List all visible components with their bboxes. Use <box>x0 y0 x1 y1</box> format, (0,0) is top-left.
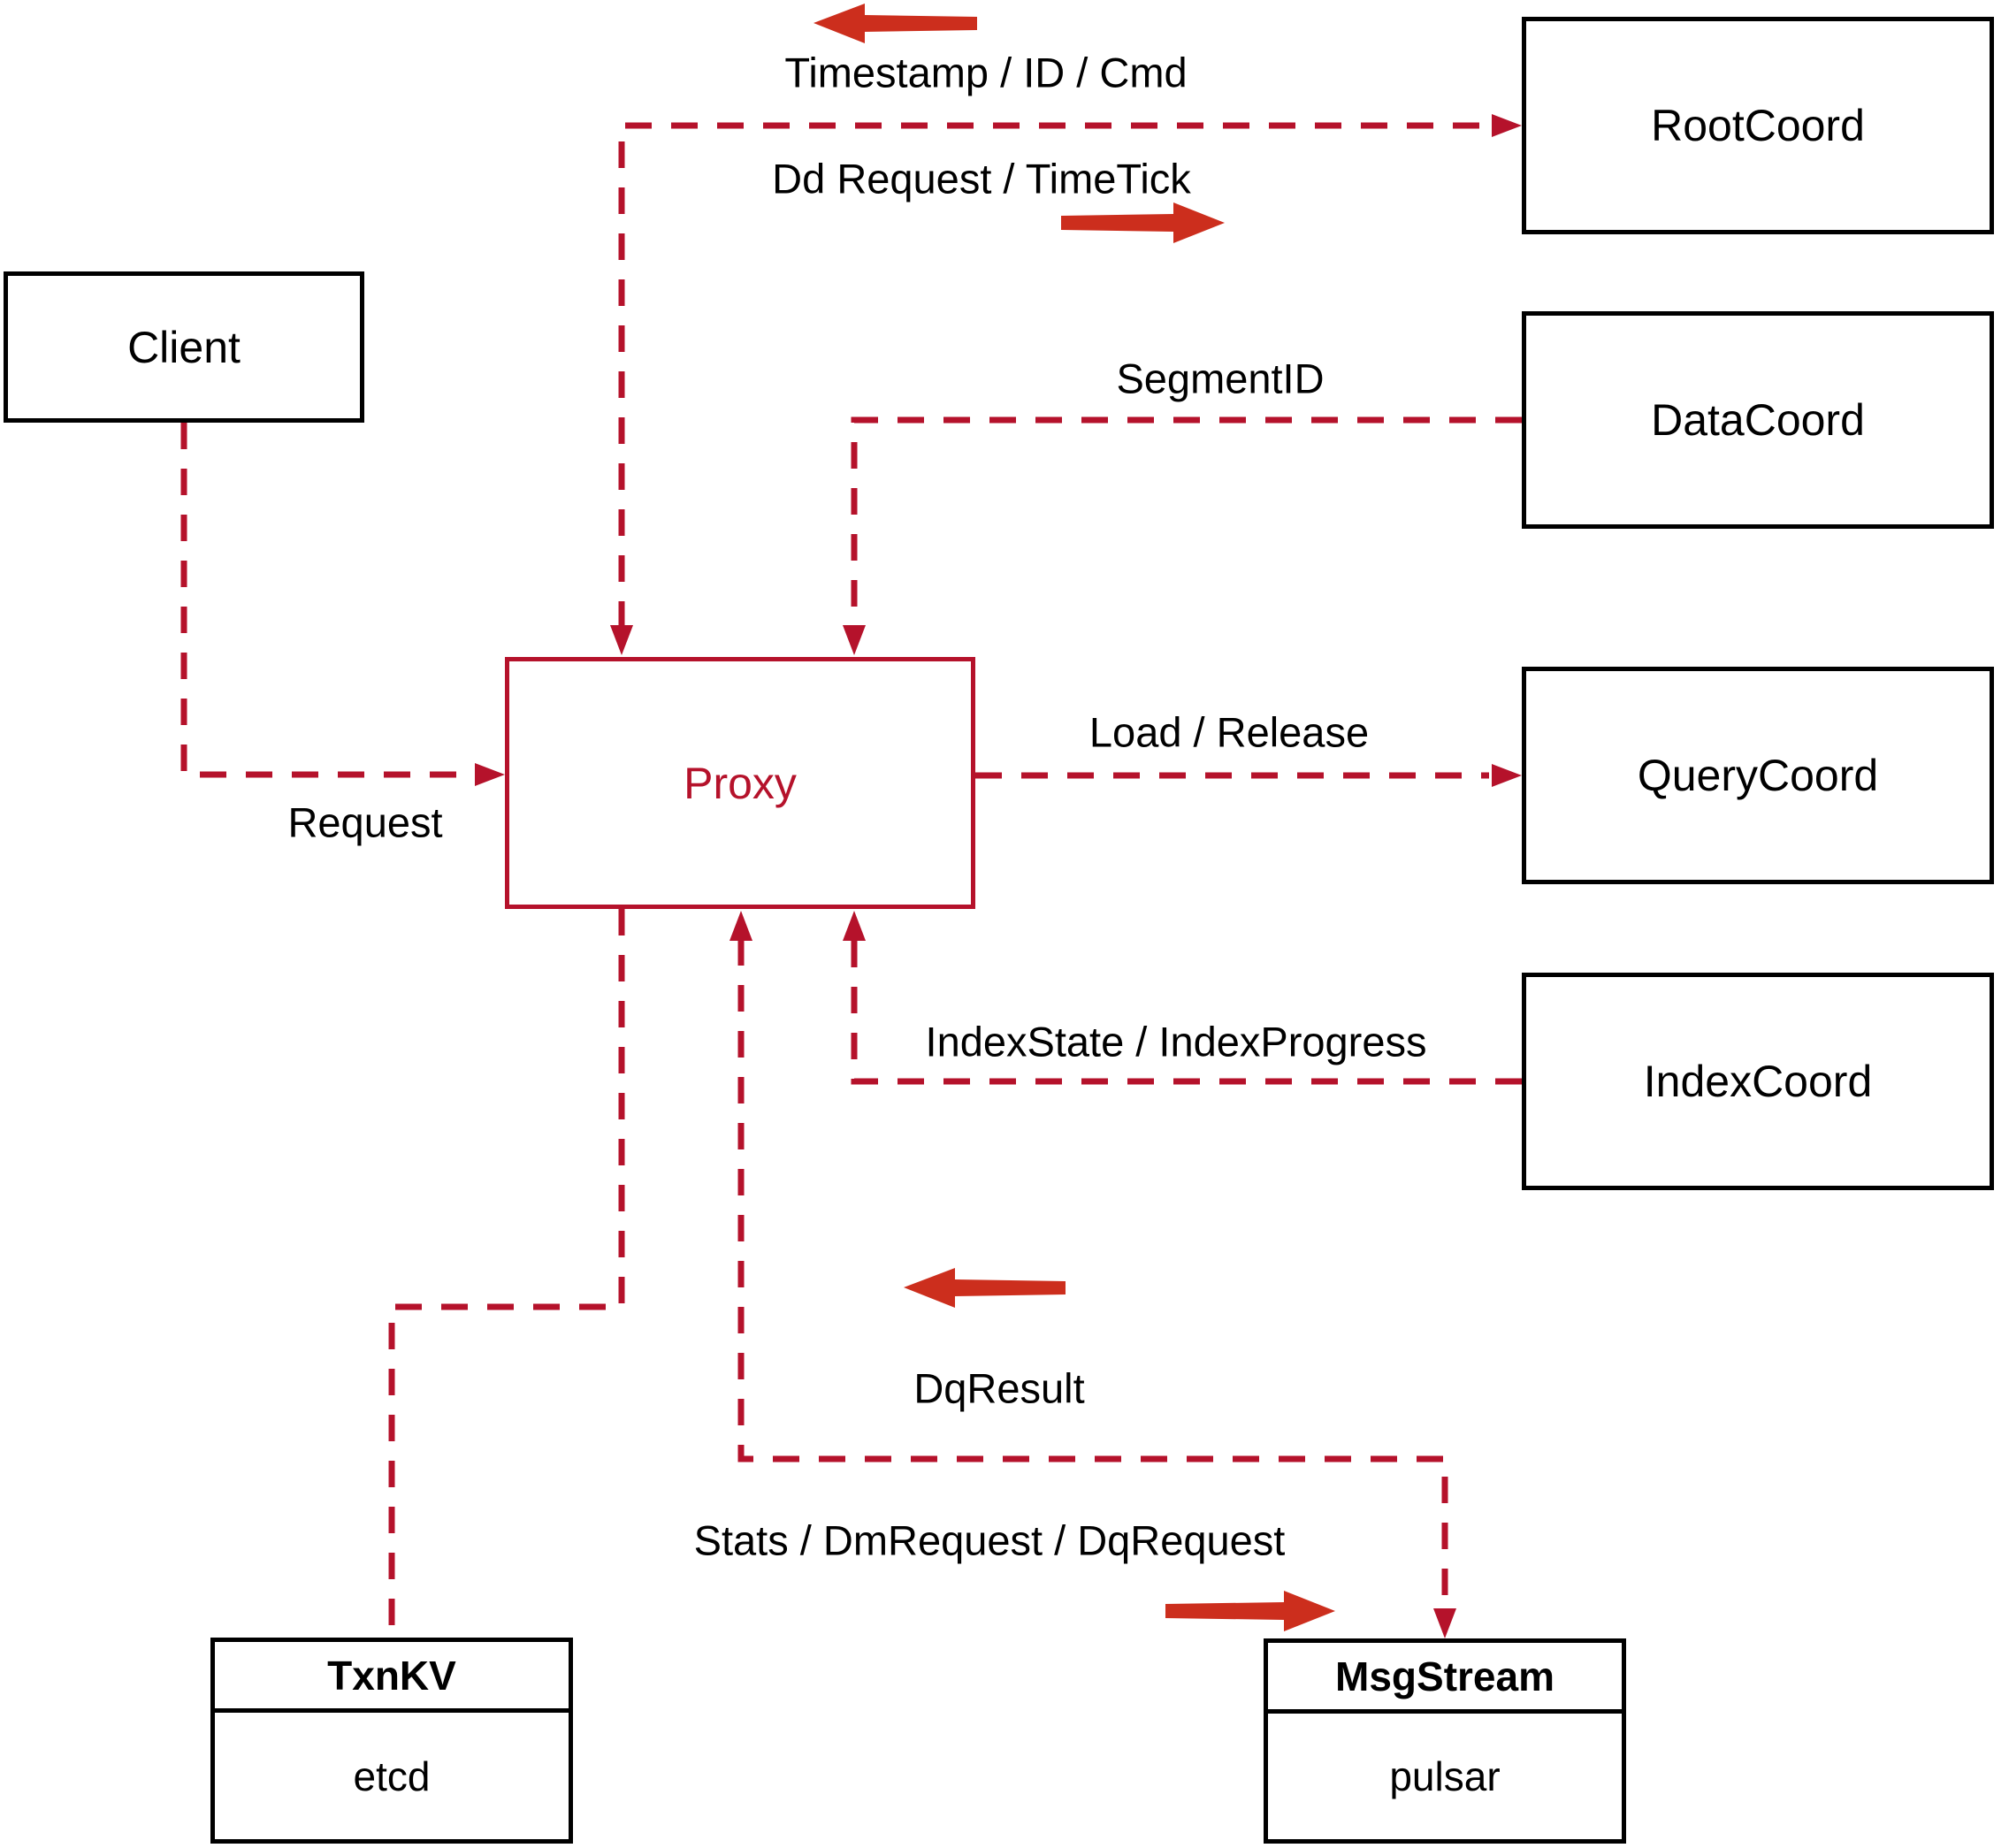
proxy-txnkv-connector <box>388 909 625 1638</box>
load-release-edge-label: Load / Release <box>1089 708 1370 756</box>
rootcoord-label: RootCoord <box>1651 101 1865 150</box>
indexcoord-node: IndexCoord <box>1522 973 1994 1190</box>
msgstream-subtitle: pulsar <box>1389 1753 1501 1799</box>
stats-edge-label: Stats / DmRequest / DqRequest <box>693 1516 1286 1564</box>
datacoord-proxy-connector <box>851 416 1522 628</box>
segment-id-edge-label: SegmentID <box>1116 355 1325 402</box>
arrowhead-into-rootcoord <box>1492 114 1522 137</box>
dq-result-edge-label: DqResult <box>913 1364 1085 1412</box>
rootcoord-node: RootCoord <box>1522 17 1994 234</box>
timestamp-edge-label: Timestamp / ID / Cmd <box>784 49 1188 96</box>
msgstream-node: MsgStream pulsar <box>1264 1638 1626 1844</box>
dd-request-edge-label: Dd Request / TimeTick <box>772 155 1191 202</box>
arrowhead-into-querycoord <box>1492 764 1522 787</box>
txnkv-node: TxnKV etcd <box>210 1638 573 1844</box>
dq-result-left-arrow-icon <box>904 1268 1066 1308</box>
proxy-label: Proxy <box>684 758 797 808</box>
querycoord-label: QueryCoord <box>1637 751 1879 800</box>
txnkv-subtitle: etcd <box>353 1753 431 1799</box>
dd-request-right-arrow-icon <box>1061 202 1225 243</box>
msgstream-title: MsgStream <box>1268 1643 1622 1714</box>
request-edge-label: Request <box>287 798 443 846</box>
proxy-msgstream-connector <box>737 939 1448 1606</box>
querycoord-node: QueryCoord <box>1522 667 1994 884</box>
arrowhead-into-msgstream <box>1433 1608 1456 1638</box>
arrowhead-into-proxy-left <box>475 763 505 786</box>
proxy-rootcoord-connector <box>618 122 1489 628</box>
arrowhead-into-proxy-bottom-right <box>843 911 866 941</box>
timestamp-left-arrow-icon <box>814 4 977 43</box>
datacoord-label: DataCoord <box>1651 395 1865 445</box>
index-state-edge-label: IndexState / IndexProgress <box>925 1018 1427 1065</box>
arrowhead-into-proxy-bottom-left <box>730 911 752 941</box>
indexcoord-label: IndexCoord <box>1643 1057 1873 1106</box>
arrowhead-into-proxy-top-right <box>843 625 866 655</box>
arrowhead-into-proxy-top-left <box>610 625 633 655</box>
indexcoord-proxy-connector <box>851 939 1522 1085</box>
proxy-node: Proxy <box>505 657 975 909</box>
client-proxy-connector <box>180 423 472 778</box>
datacoord-node: DataCoord <box>1522 311 1994 529</box>
txnkv-title: TxnKV <box>215 1642 569 1713</box>
client-node: Client <box>4 271 364 423</box>
stats-right-arrow-icon <box>1165 1591 1335 1631</box>
client-label: Client <box>127 322 241 372</box>
